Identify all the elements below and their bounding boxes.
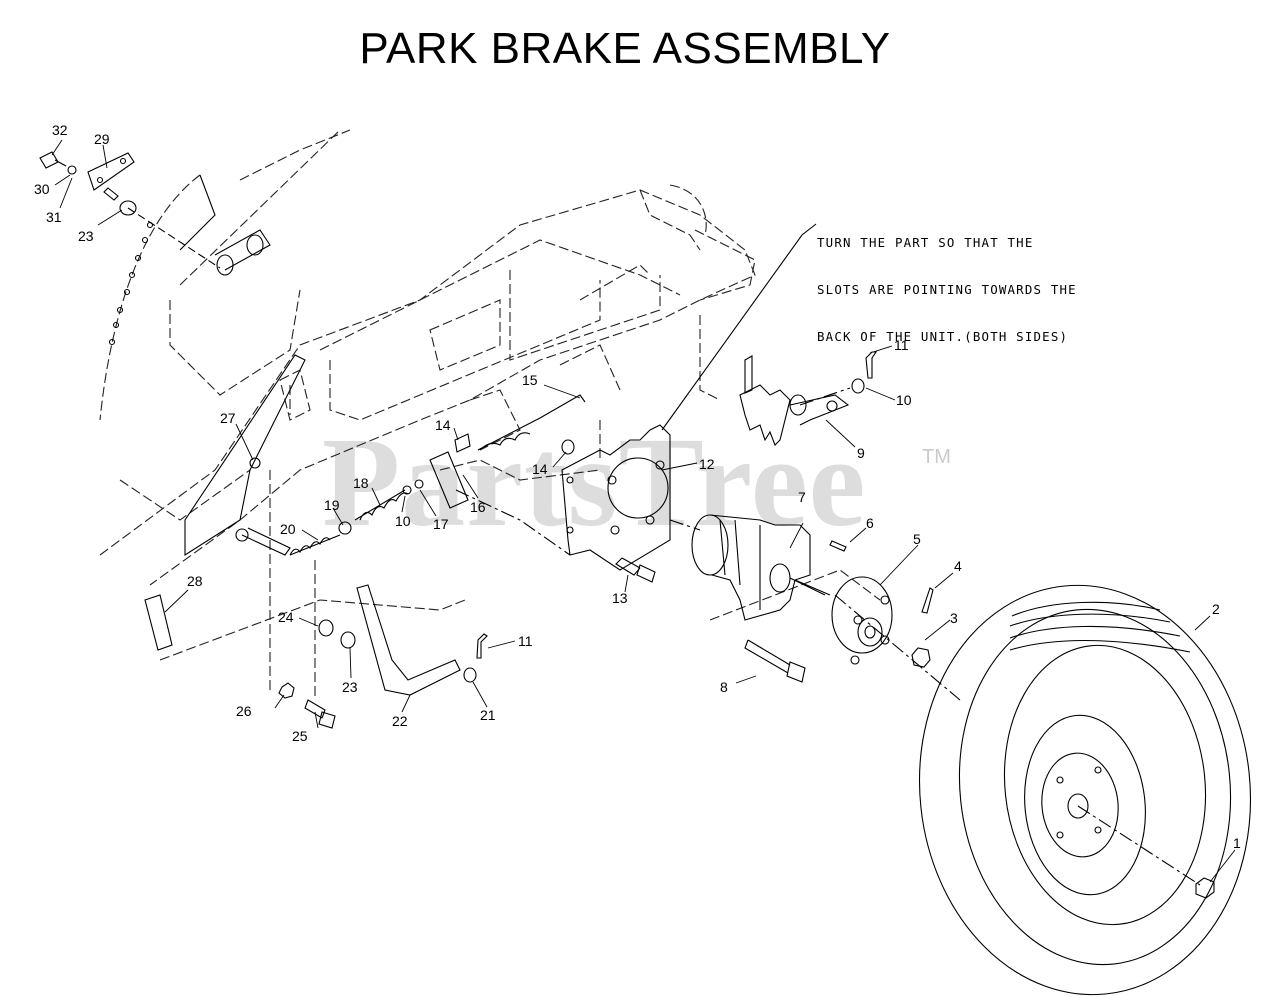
callout-12: 12 [699, 456, 715, 472]
brake-lever-assembly [144, 354, 461, 696]
note-line-3: BACK OF THE UNIT.(BOTH SIDES) [817, 328, 1069, 344]
top-left-hardware [39, 151, 221, 269]
callout-19: 19 [324, 497, 340, 513]
callout-32: 32 [52, 122, 68, 138]
callout-14-right: 14 [532, 461, 548, 477]
callout-2: 2 [1212, 601, 1220, 617]
callout-labels: 32 29 30 31 23 27 28 15 14 14 12 16 18 1… [34, 122, 1241, 851]
bolt-13 [615, 557, 656, 583]
callout-27: 27 [220, 410, 236, 426]
cotter-pin-4 [921, 587, 934, 614]
wheel-hub [831, 576, 893, 665]
callout-14-left: 14 [435, 417, 451, 433]
note-line-2: SLOTS ARE POINTING TOWARDS THE [817, 281, 1077, 297]
nut-1 [1195, 877, 1215, 899]
callout-15: 15 [522, 372, 538, 388]
assembly-note: TURN THE PART SO THAT THE SLOTS ARE POIN… [817, 204, 1077, 376]
callout-21: 21 [480, 707, 496, 723]
callout-6: 6 [866, 515, 874, 531]
chassis-frame [99, 129, 881, 700]
callout-3: 3 [950, 610, 958, 626]
diagram-title: PARK BRAKE ASSEMBLY [359, 24, 891, 73]
motor-mount-bracket [561, 424, 671, 571]
callout-26: 26 [236, 703, 252, 719]
callout-11-upper: 11 [894, 337, 909, 353]
bolt-8 [744, 639, 806, 683]
callout-31: 31 [46, 209, 62, 225]
castle-nut-3 [911, 647, 931, 668]
callout-18: 18 [353, 475, 369, 491]
wheel-motor [691, 514, 831, 621]
callout-8: 8 [720, 679, 728, 695]
tire [918, 584, 1252, 996]
callout-28: 28 [187, 573, 203, 589]
callout-30: 30 [34, 181, 50, 197]
fender-panel [99, 174, 271, 421]
note-leader-line [661, 223, 817, 431]
callout-29: 29 [94, 131, 110, 147]
callout-20: 20 [280, 521, 296, 537]
callout-5: 5 [913, 531, 921, 547]
callout-10-left: 10 [395, 513, 411, 529]
brake-yoke-9 [739, 355, 850, 446]
key-6 [829, 540, 847, 552]
callout-10-right: 10 [896, 392, 912, 408]
callout-16: 16 [470, 499, 486, 515]
callout-7: 7 [798, 489, 806, 505]
callout-11-lower: 11 [518, 633, 533, 649]
callout-13: 13 [612, 590, 628, 606]
lower-hardware [278, 619, 488, 729]
callout-9: 9 [857, 445, 865, 461]
callout-24: 24 [278, 609, 294, 625]
callout-23-bottom: 23 [342, 679, 358, 695]
washer-10-upper [851, 378, 865, 394]
note-line-1: TURN THE PART SO THAT THE [817, 235, 1034, 251]
callout-17: 17 [433, 516, 449, 532]
callout-1: 1 [1233, 835, 1241, 851]
callout-22: 22 [392, 713, 408, 729]
watermark-trademark: TM [922, 446, 951, 468]
assembly-axis-lines [455, 387, 1201, 886]
callout-23-top: 23 [78, 228, 94, 244]
callout-4: 4 [954, 558, 962, 574]
callout-leaders [51, 139, 1236, 883]
callout-25: 25 [292, 728, 308, 744]
